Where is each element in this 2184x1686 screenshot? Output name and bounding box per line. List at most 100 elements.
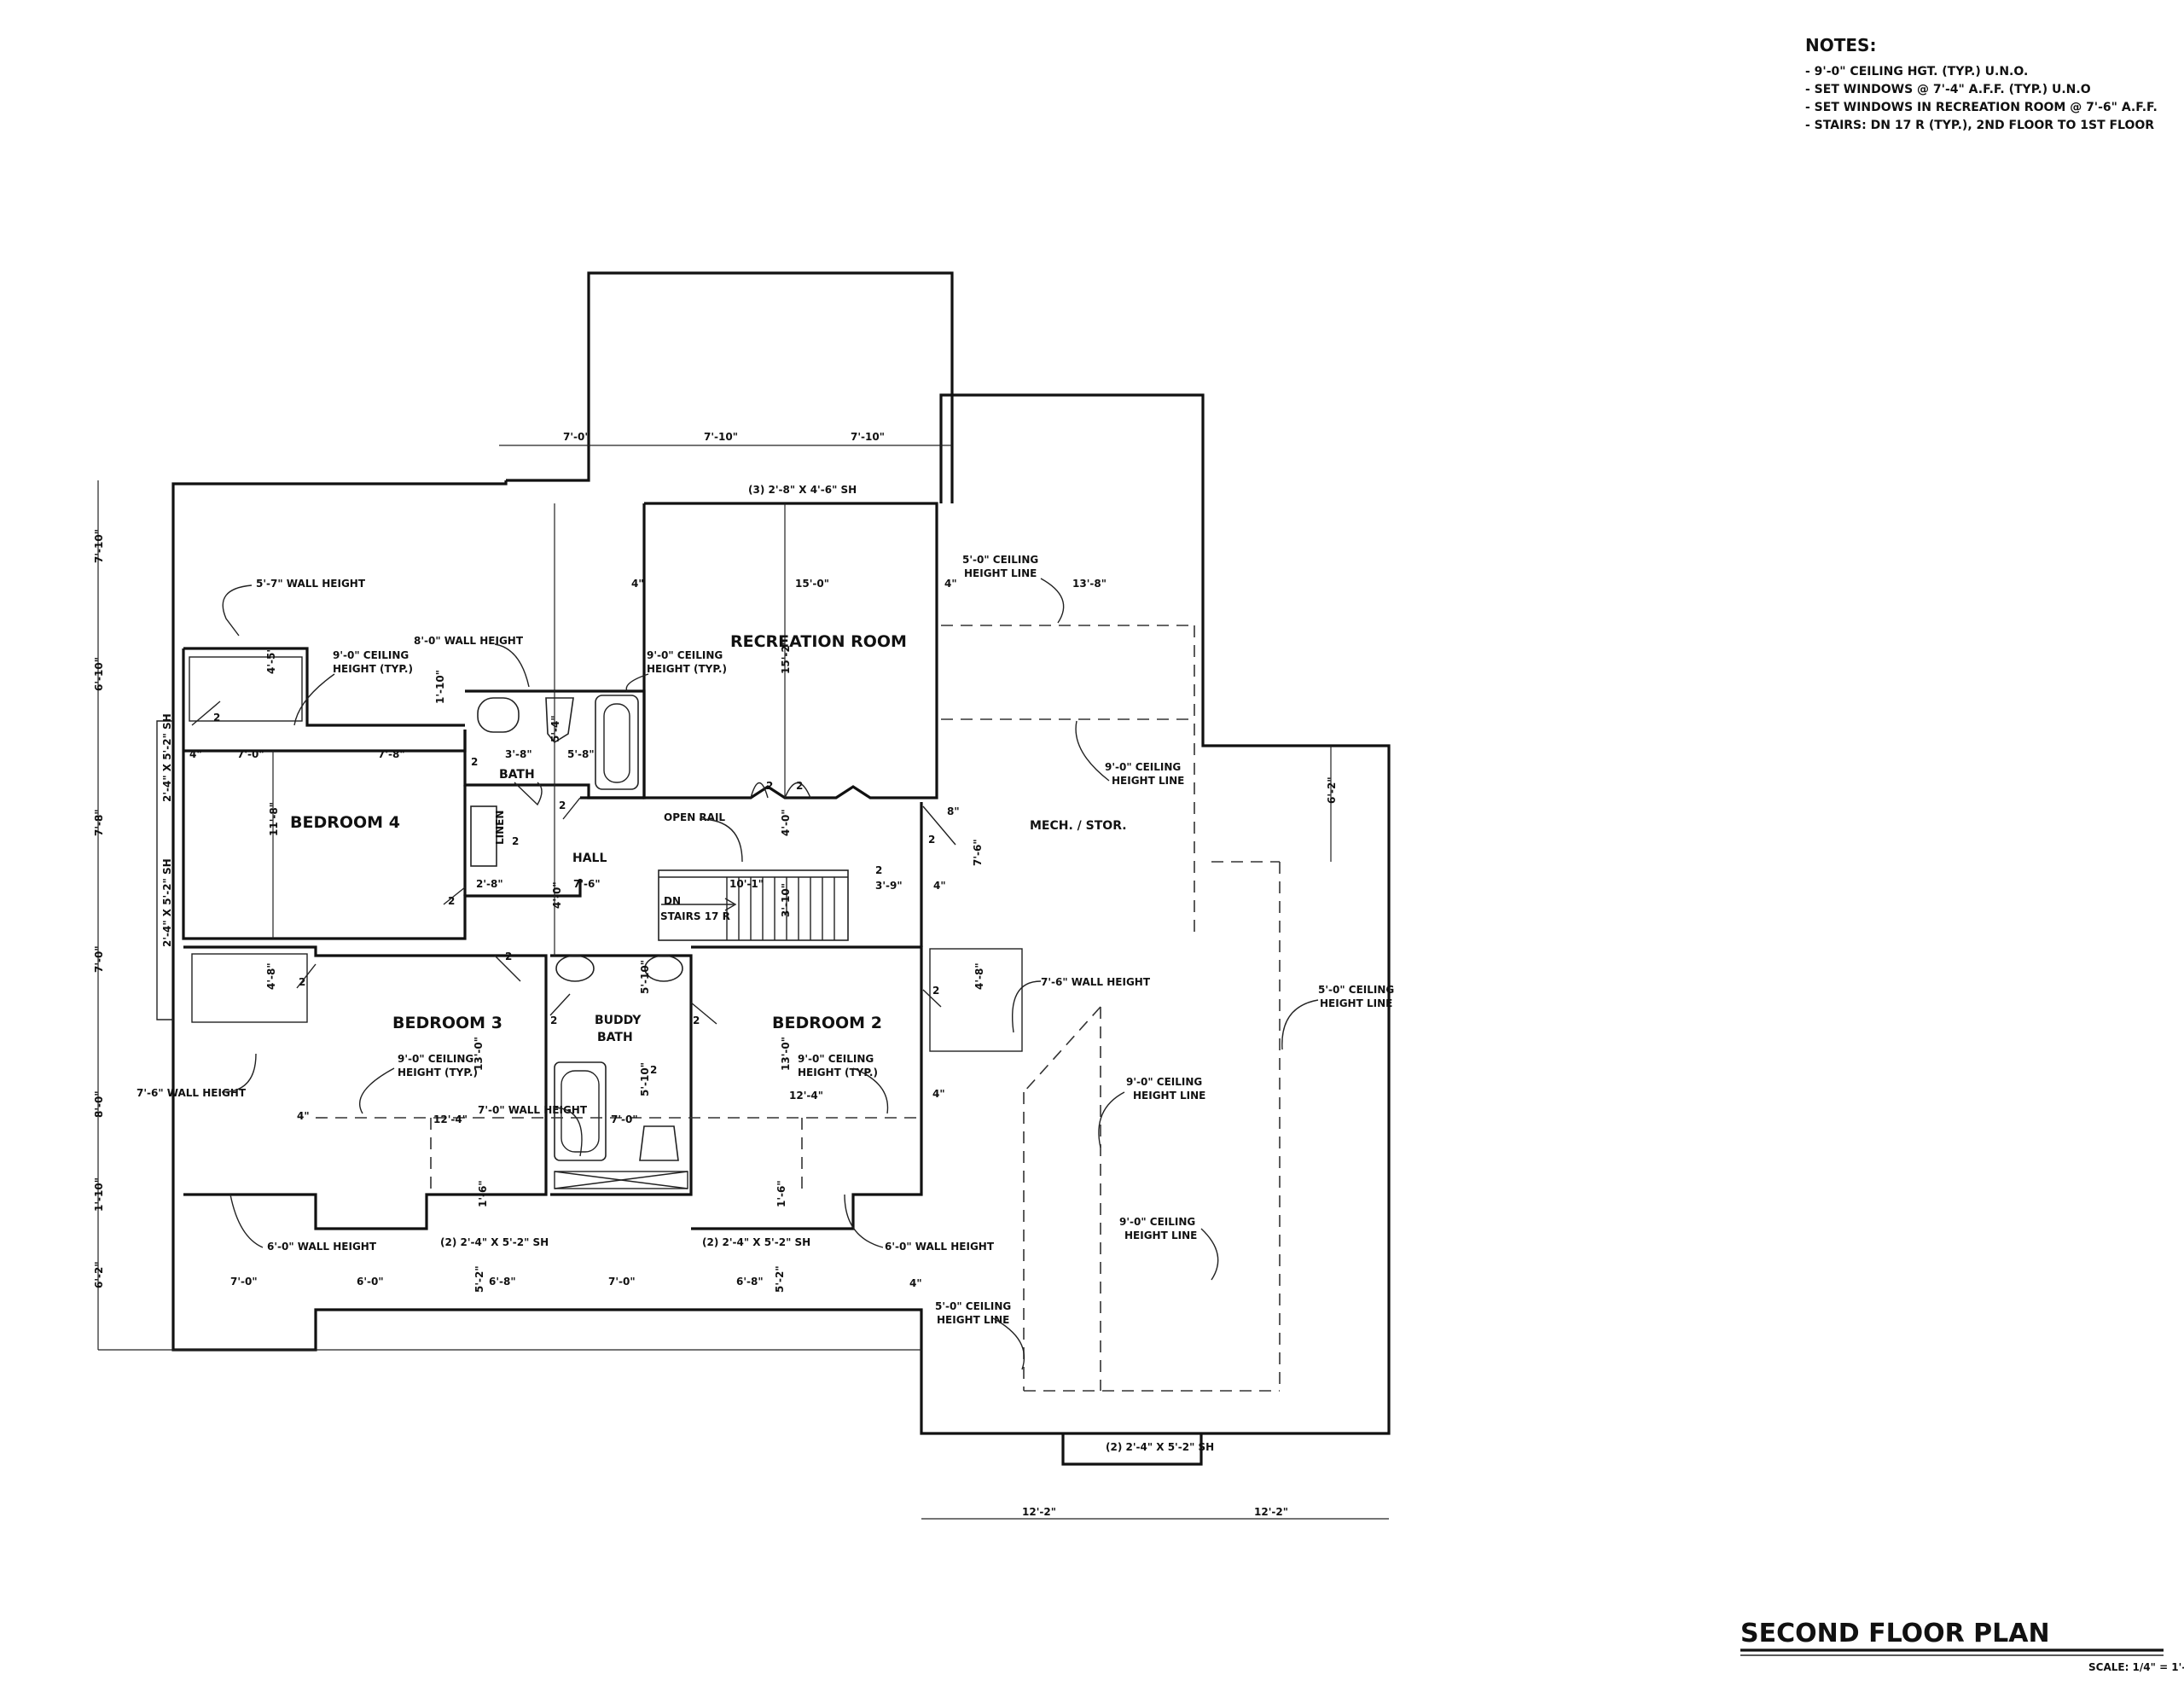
- bath-sink: [477, 697, 520, 733]
- dim-bath-c: 5'-4": [549, 715, 561, 742]
- drawing-title: SECOND FLOOR PLAN: [1740, 1619, 2050, 1648]
- note-ceil-b2-b: HEIGHT (TYP.): [798, 1067, 878, 1078]
- note-ceil-b3-b: HEIGHT (TYP.): [398, 1067, 478, 1078]
- dim-four-e: 4": [932, 1088, 945, 1100]
- note-ceil-b2-a: 9'-0" CEILING: [798, 1053, 874, 1065]
- room-label-linen: LINEN: [494, 811, 506, 845]
- dim-bot-g: 12'-2": [1254, 1506, 1288, 1518]
- dim-left-e: 8'-0": [93, 1090, 105, 1118]
- interior-walls: [182, 502, 1023, 1230]
- dim-w-5-2-b: 5'-2": [774, 1265, 786, 1293]
- dim-top-a: 7'-0": [563, 431, 590, 443]
- note-ceil-b: HEIGHT (TYP.): [333, 663, 413, 675]
- door-tag: 2: [505, 951, 512, 962]
- ceiling-lines: [316, 625, 1281, 1392]
- dim-cl-d: 1'-10": [434, 670, 446, 704]
- note-win-bed4-b: 2'-4" X 5'-2" SH: [161, 858, 173, 947]
- dim-b4-h: 11'-8": [268, 802, 280, 836]
- dim-rec-h: 15'-2": [780, 640, 792, 674]
- door-tag: 2: [928, 834, 935, 846]
- note-wall-5-7: 5'-7" WALL HEIGHT: [256, 578, 366, 590]
- bed4-wall: [182, 648, 582, 940]
- door-tag: 2: [693, 1015, 700, 1026]
- door-tag: 2: [796, 780, 803, 792]
- buddy-bath-wall: [550, 954, 693, 1196]
- dim-bot-c: 6'-8": [489, 1276, 516, 1288]
- dim-bot-f: 12'-2": [1022, 1506, 1056, 1518]
- dim-four-g: 4": [909, 1277, 922, 1289]
- dim-bot-d: 7'-0": [608, 1276, 636, 1288]
- dim-b2-w: 12'-4": [789, 1090, 823, 1102]
- room-labels: RECREATION ROOM BEDROOM 4 BEDROOM 3 BEDR…: [290, 632, 1127, 1044]
- notes-heading: NOTES:: [1805, 35, 1876, 55]
- door-tag: 2: [875, 864, 882, 876]
- stair-outline: [658, 869, 849, 941]
- room-label-bath: BATH: [499, 768, 535, 782]
- door-tag: 2: [213, 712, 220, 724]
- dim-bath-b: 5'-8": [567, 748, 595, 760]
- dim-w-5-2-a: 5'-2": [473, 1265, 485, 1293]
- dim-b4-a: 7'-0": [237, 748, 264, 760]
- door-tag: 2: [448, 895, 455, 907]
- note-9-0-mid-a: 9'-0" CEILING: [1126, 1076, 1202, 1088]
- note-item: - 9'-0" CEILING HGT. (TYP.) U.N.O.: [1805, 65, 2028, 78]
- door-tag: 2: [550, 1015, 557, 1026]
- note-stairs-dn: DN: [664, 895, 681, 907]
- bed3-closet: [191, 953, 308, 1023]
- dim-mech-a: 7'-6": [972, 839, 984, 866]
- dim-eight: 8": [947, 805, 960, 817]
- exterior-wall-left: [171, 393, 1391, 1435]
- room-label-buddy-bath: BATH: [597, 1031, 633, 1044]
- bed3-wall: [183, 945, 548, 1230]
- note-5-0-line-b: HEIGHT LINE: [964, 567, 1037, 579]
- bay-window-bottom: [1061, 1433, 1203, 1466]
- staircase: [658, 869, 849, 941]
- door-tag: 2: [559, 799, 566, 811]
- dim-four-b: 4": [944, 578, 957, 590]
- dim-bot-a: 7'-0": [230, 1276, 258, 1288]
- dim-w-1-6-b: 1'-6": [775, 1180, 787, 1207]
- title-block: SECOND FLOOR PLAN SCALE: 1/4" = 1'-0": [1740, 1619, 2184, 1673]
- note-5-0-low-a: 5'-0" CEILING: [935, 1300, 1011, 1312]
- bed4-top-wall: [183, 730, 467, 753]
- dim-bb-c: 7'-0": [611, 1113, 638, 1125]
- dim-mech-c: 3'-9": [875, 880, 903, 892]
- rec-room-wall: [642, 502, 938, 799]
- note-stairs-r: STAIRS 17 R: [660, 910, 730, 922]
- note-ceil-rec-b: HEIGHT (TYP.): [647, 663, 727, 675]
- bed2-closet: [929, 948, 1023, 1052]
- note-win-bed4-a: 2'-4" X 5'-2" SH: [161, 713, 173, 802]
- dim-four-d: 4": [297, 1110, 310, 1122]
- dim-left-a: 7'-10": [93, 529, 105, 563]
- leader-lines: [221, 578, 1319, 1370]
- dim-cl-c: 4'-8": [973, 962, 985, 990]
- note-5-0-right-b: HEIGHT LINE: [1320, 997, 1392, 1009]
- note-item: - STAIRS: DN 17 R (TYP.), 2ND FLOOR TO 1…: [1805, 119, 2154, 132]
- exterior-wall-top-left: [506, 271, 954, 503]
- buddy-cabinet: [554, 1171, 688, 1189]
- dim-b3-w: 12'-4": [433, 1113, 468, 1125]
- dim-four-c: 4": [189, 748, 202, 760]
- note-wall-6-0-left: 6'-0" WALL HEIGHT: [267, 1241, 377, 1253]
- dimension-lines: [97, 445, 1389, 1520]
- door-tag: 2: [512, 835, 519, 847]
- door-tag: 2: [471, 756, 478, 768]
- note-9-0-low-a: 9'-0" CEILING: [1119, 1216, 1195, 1228]
- dim-b4-b: 7'-8": [378, 748, 405, 760]
- dim-rec-right: 13'-8": [1072, 578, 1107, 590]
- exterior-walls: [156, 271, 1391, 1466]
- note-win-b3: (2) 2'-4" X 5'-2" SH: [440, 1236, 549, 1248]
- notes-block: NOTES: - 9'-0" CEILING HGT. (TYP.) U.N.O…: [1805, 35, 2158, 132]
- note-item: - SET WINDOWS @ 7'-4" A.F.F. (TYP.) U.N.…: [1805, 83, 2091, 96]
- dim-b3-h: 13'-0": [473, 1037, 485, 1071]
- room-label-bedroom2: BEDROOM 2: [772, 1014, 882, 1032]
- dim-bb-b: 5'-10": [639, 1062, 651, 1096]
- dim-hall-d: 4'-0": [780, 809, 792, 836]
- note-ceil-rec-a: 9'-0" CEILING: [647, 649, 723, 661]
- room-label-hall: HALL: [572, 852, 607, 865]
- note-wall-8-0: 8'-0" WALL HEIGHT: [414, 635, 524, 647]
- dim-four-a: 4": [631, 578, 644, 590]
- room-label-buddy: BUDDY: [595, 1014, 642, 1027]
- dim-four-f: 4": [933, 880, 946, 892]
- bath-tub: [595, 695, 639, 790]
